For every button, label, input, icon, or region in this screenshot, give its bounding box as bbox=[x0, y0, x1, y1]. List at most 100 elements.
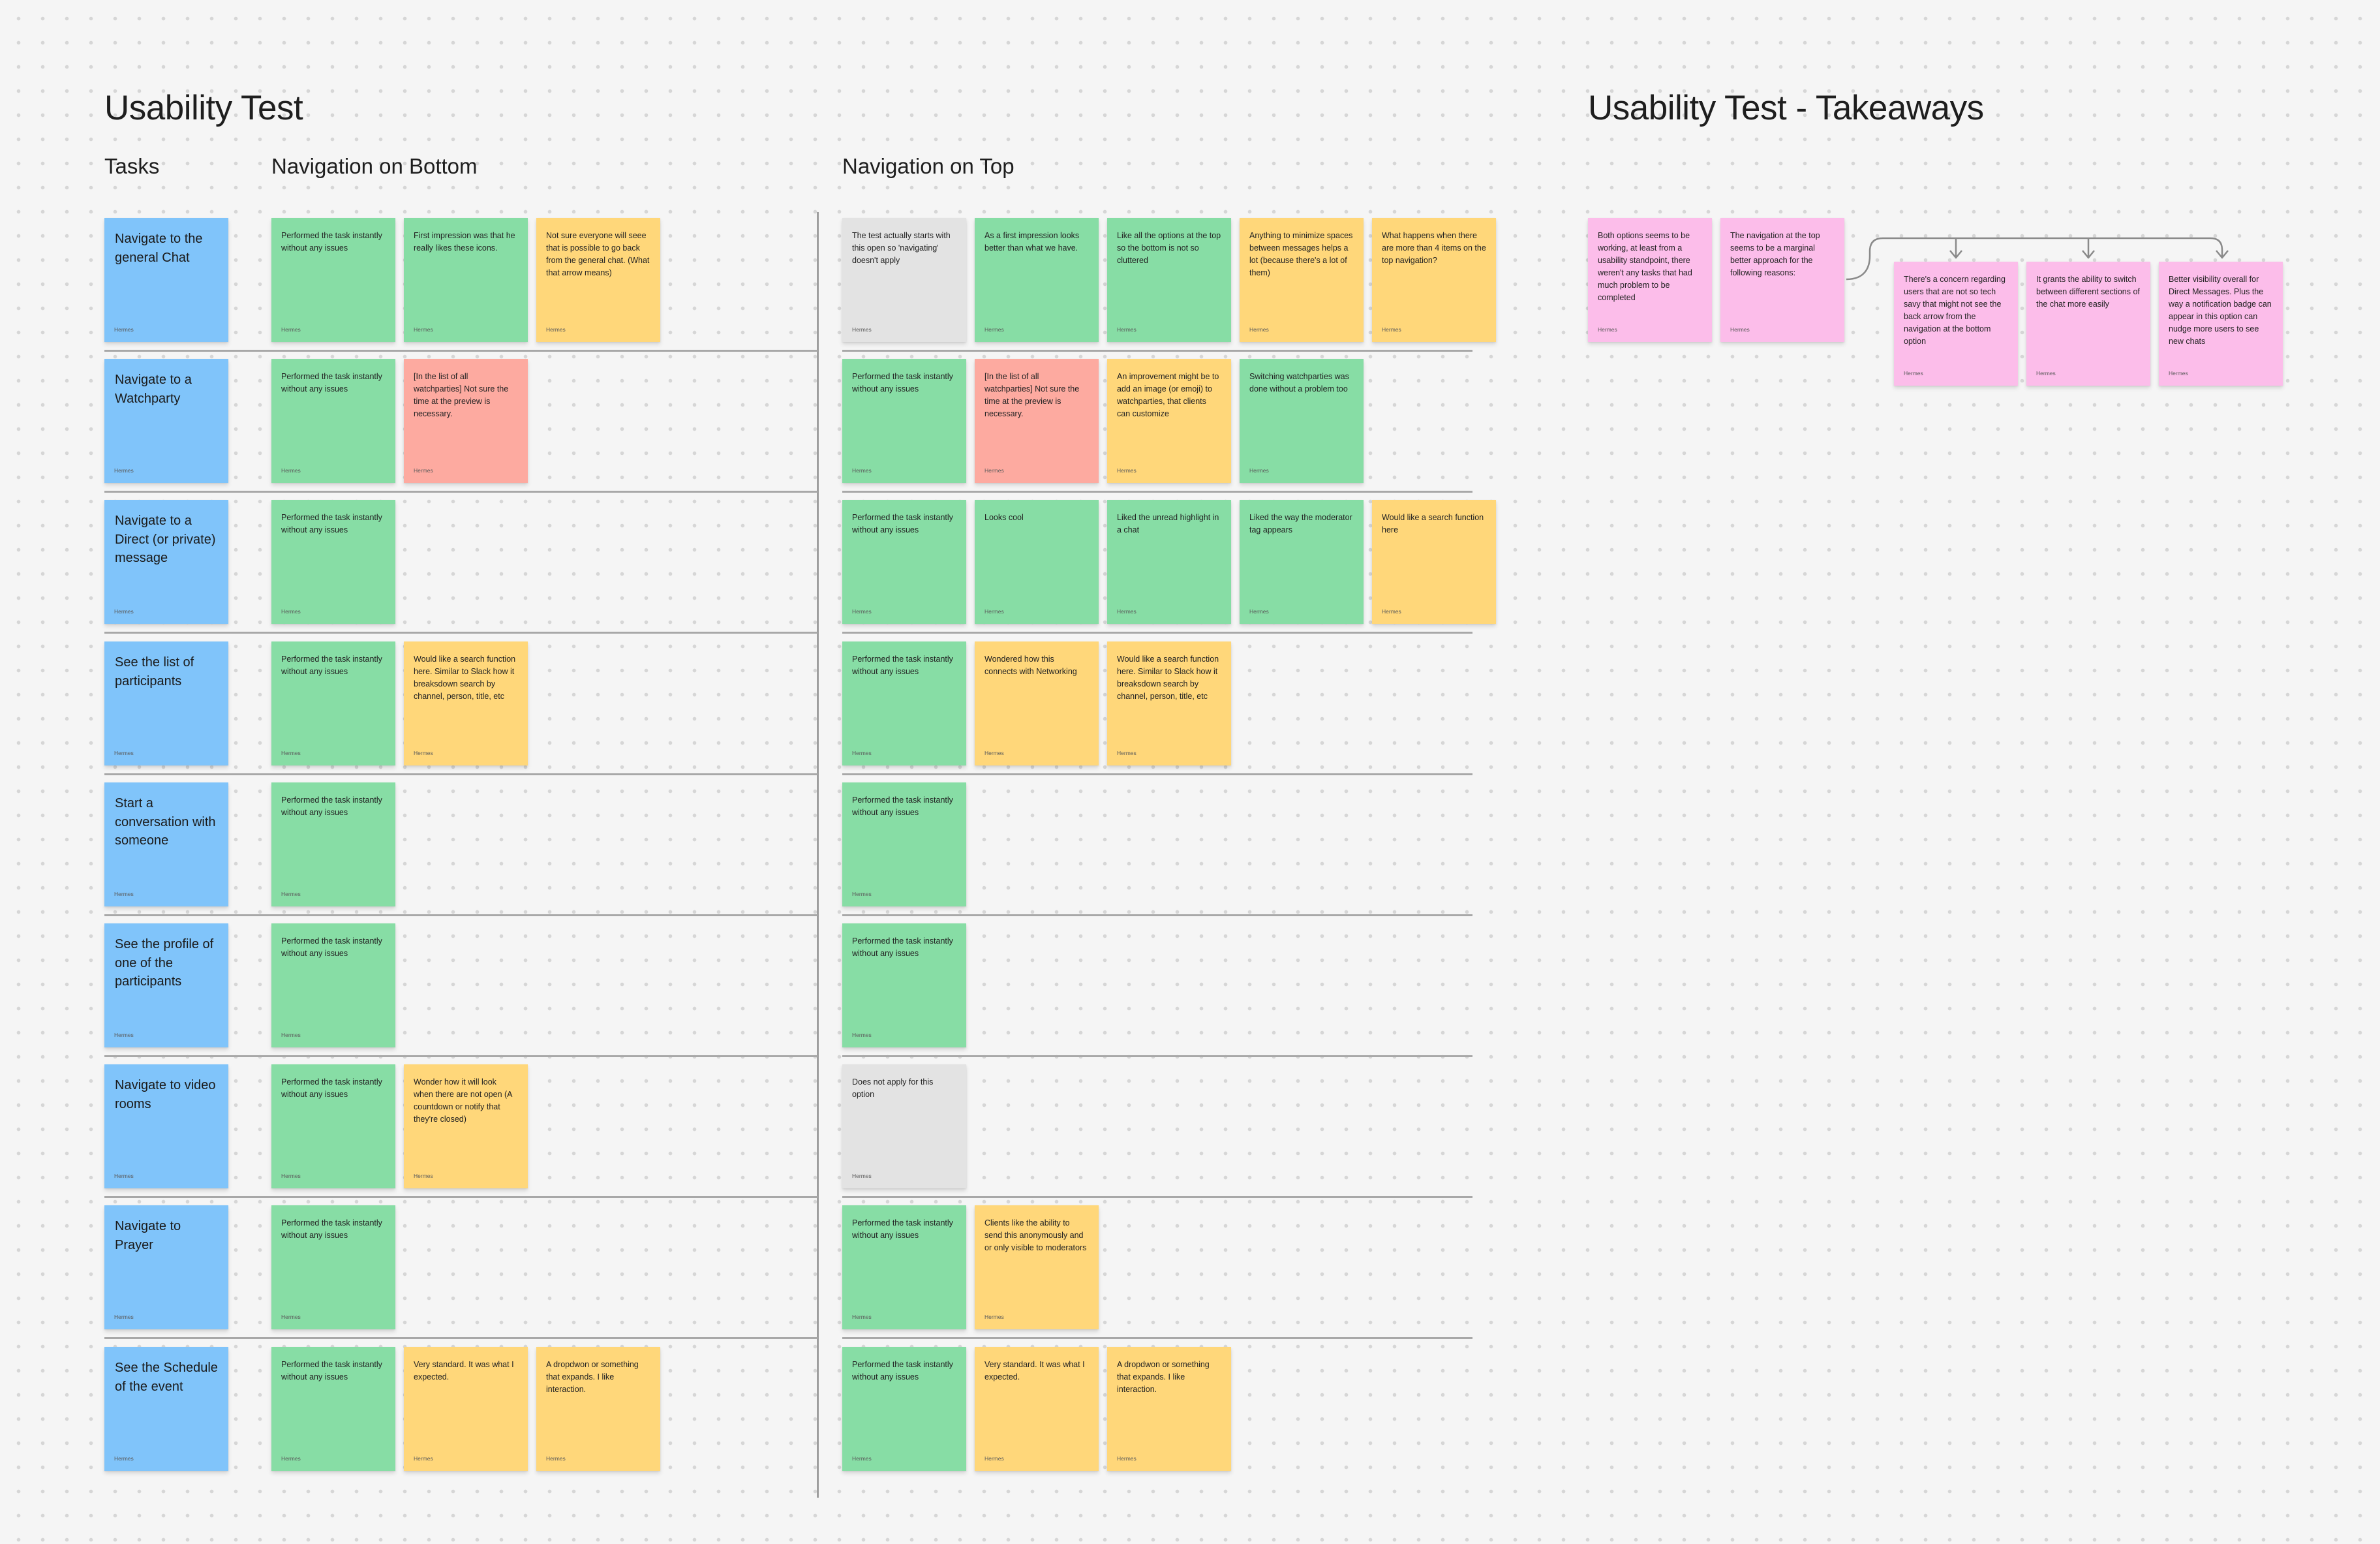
task-note[interactable]: Navigate to a Direct (or private) messag… bbox=[104, 500, 228, 624]
nav-bottom-note[interactable]: Performed the task instantly without any… bbox=[271, 218, 395, 342]
sticky-note-text: Performed the task instantly without any… bbox=[852, 1360, 953, 1382]
takeaway-note[interactable]: Both options seems to be working, at lea… bbox=[1588, 218, 1712, 342]
nav-bottom-note[interactable]: Performed the task instantly without any… bbox=[271, 1205, 395, 1329]
row-divider bbox=[104, 1055, 817, 1057]
task-note[interactable]: See the profile of one of the participan… bbox=[104, 923, 228, 1047]
row-divider bbox=[104, 491, 817, 493]
sticky-note-text: Performed the task instantly without any… bbox=[852, 936, 953, 958]
sticky-note-text: As a first impression looks better than … bbox=[984, 231, 1080, 253]
nav-bottom-note[interactable]: Performed the task instantly without any… bbox=[271, 641, 395, 765]
nav-top-note[interactable]: A dropdwon or something that expands. I … bbox=[1107, 1347, 1231, 1471]
nav-top-note[interactable]: Very standard. It was what I expected.He… bbox=[975, 1347, 1099, 1471]
sticky-note-text: Performed the task instantly without any… bbox=[281, 936, 382, 958]
nav-top-note[interactable]: What happens when there are more than 4 … bbox=[1372, 218, 1496, 342]
sticky-note-text: Performed the task instantly without any… bbox=[281, 513, 382, 534]
nav-bottom-note[interactable]: Wonder how it will look when there are n… bbox=[404, 1064, 528, 1188]
nav-bottom-note[interactable]: Performed the task instantly without any… bbox=[271, 923, 395, 1047]
nav-top-note[interactable]: Like all the options at the top so the b… bbox=[1107, 218, 1231, 342]
nav-top-note[interactable]: Performed the task instantly without any… bbox=[842, 359, 966, 483]
nav-bottom-note[interactable]: Performed the task instantly without any… bbox=[271, 500, 395, 624]
sticky-note-text: Performed the task instantly without any… bbox=[281, 1218, 382, 1240]
nav-bottom-note[interactable]: [In the list of all watchparties] Not su… bbox=[404, 359, 528, 483]
nav-bottom-column-header: Navigation on Bottom bbox=[271, 154, 478, 178]
row-divider bbox=[842, 914, 1472, 916]
nav-bottom-note[interactable]: Performed the task instantly without any… bbox=[271, 359, 395, 483]
sticky-note-text: Navigate to a Direct (or private) messag… bbox=[115, 514, 216, 565]
nav-bottom-note[interactable]: Would like a search function here. Simil… bbox=[404, 641, 528, 765]
sticky-note-author: Hermes bbox=[281, 1314, 301, 1320]
sticky-note-text: [In the list of all watchparties] Not su… bbox=[414, 372, 509, 418]
nav-bottom-note[interactable]: A dropdwon or something that expands. I … bbox=[536, 1347, 660, 1471]
takeaways-title: Usability Test - Takeaways bbox=[1588, 89, 1984, 127]
sticky-note-author: Hermes bbox=[114, 608, 134, 615]
nav-top-note[interactable]: Would like a search function here. Simil… bbox=[1107, 641, 1231, 765]
sticky-note-text: Liked the unread highlight in a chat bbox=[1117, 513, 1219, 534]
sticky-note-author: Hermes bbox=[1598, 326, 1617, 333]
sticky-note-author: Hermes bbox=[114, 1314, 134, 1320]
sticky-note-author: Hermes bbox=[852, 1455, 872, 1462]
sticky-note-author: Hermes bbox=[1249, 326, 1269, 333]
nav-bottom-note[interactable]: First impression was that he really like… bbox=[404, 218, 528, 342]
nav-top-note[interactable]: As a first impression looks better than … bbox=[975, 218, 1099, 342]
sticky-note-author: Hermes bbox=[984, 750, 1004, 756]
nav-top-note[interactable]: Performed the task instantly without any… bbox=[842, 1347, 966, 1471]
nav-top-note[interactable]: The test actually starts with this open … bbox=[842, 218, 966, 342]
sticky-note-author: Hermes bbox=[1382, 608, 1401, 615]
nav-top-note[interactable]: Anything to minimize spaces between mess… bbox=[1240, 218, 1364, 342]
sticky-note-text: Like all the options at the top so the b… bbox=[1117, 231, 1221, 265]
nav-top-note[interactable]: [In the list of all watchparties] Not su… bbox=[975, 359, 1099, 483]
sticky-note-author: Hermes bbox=[1904, 370, 1923, 377]
takeaway-note[interactable]: The navigation at the top seems to be a … bbox=[1720, 218, 1844, 342]
sticky-note-text: Performed the task instantly without any… bbox=[281, 655, 382, 676]
nav-top-note[interactable]: Performed the task instantly without any… bbox=[842, 923, 966, 1047]
takeaway-reason-note[interactable]: There's a concern regarding users that a… bbox=[1894, 262, 2018, 386]
nav-bottom-note[interactable]: Performed the task instantly without any… bbox=[271, 1064, 395, 1188]
nav-top-note[interactable]: An improvement might be to add an image … bbox=[1107, 359, 1231, 483]
sticky-note-author: Hermes bbox=[1117, 1455, 1137, 1462]
sticky-note-author: Hermes bbox=[281, 1032, 301, 1038]
sticky-note-author: Hermes bbox=[984, 1314, 1004, 1320]
nav-top-note[interactable]: Performed the task instantly without any… bbox=[842, 782, 966, 906]
nav-bottom-note[interactable]: Very standard. It was what I expected.He… bbox=[404, 1347, 528, 1471]
nav-top-note[interactable]: Performed the task instantly without any… bbox=[842, 1205, 966, 1329]
sticky-note-text: [In the list of all watchparties] Not su… bbox=[984, 372, 1080, 418]
column-divider bbox=[817, 212, 819, 1498]
sticky-note-text: Performed the task instantly without any… bbox=[281, 1077, 382, 1099]
sticky-note-author: Hermes bbox=[852, 1314, 872, 1320]
nav-top-note[interactable]: Wondered how this connects with Networki… bbox=[975, 641, 1099, 765]
takeaway-reason-note[interactable]: Better visibility overall for Direct Mes… bbox=[2159, 262, 2283, 386]
nav-top-note[interactable]: Performed the task instantly without any… bbox=[842, 500, 966, 624]
sticky-note-author: Hermes bbox=[114, 326, 134, 333]
nav-top-note[interactable]: Switching watchparties was done without … bbox=[1240, 359, 1364, 483]
nav-bottom-note[interactable]: Performed the task instantly without any… bbox=[271, 782, 395, 906]
row-divider bbox=[104, 1337, 817, 1339]
nav-bottom-note[interactable]: Not sure everyone will seee that is poss… bbox=[536, 218, 660, 342]
row-divider bbox=[104, 632, 817, 634]
sticky-note-author: Hermes bbox=[114, 891, 134, 897]
sticky-note-text: Performed the task instantly without any… bbox=[852, 655, 953, 676]
nav-bottom-note[interactable]: Performed the task instantly without any… bbox=[271, 1347, 395, 1471]
takeaway-reason-note[interactable]: It grants the ability to switch between … bbox=[2026, 262, 2150, 386]
sticky-note-author: Hermes bbox=[281, 467, 301, 474]
sticky-note-author: Hermes bbox=[1117, 467, 1137, 474]
nav-top-note[interactable]: Clients like the ability to send this an… bbox=[975, 1205, 1099, 1329]
row-divider bbox=[842, 1337, 1472, 1339]
row-divider bbox=[842, 1055, 1472, 1057]
row-divider bbox=[842, 491, 1472, 493]
nav-top-note[interactable]: Performed the task instantly without any… bbox=[842, 641, 966, 765]
sticky-note-author: Hermes bbox=[281, 1173, 301, 1179]
sticky-note-text: It grants the ability to switch between … bbox=[2036, 275, 2140, 309]
